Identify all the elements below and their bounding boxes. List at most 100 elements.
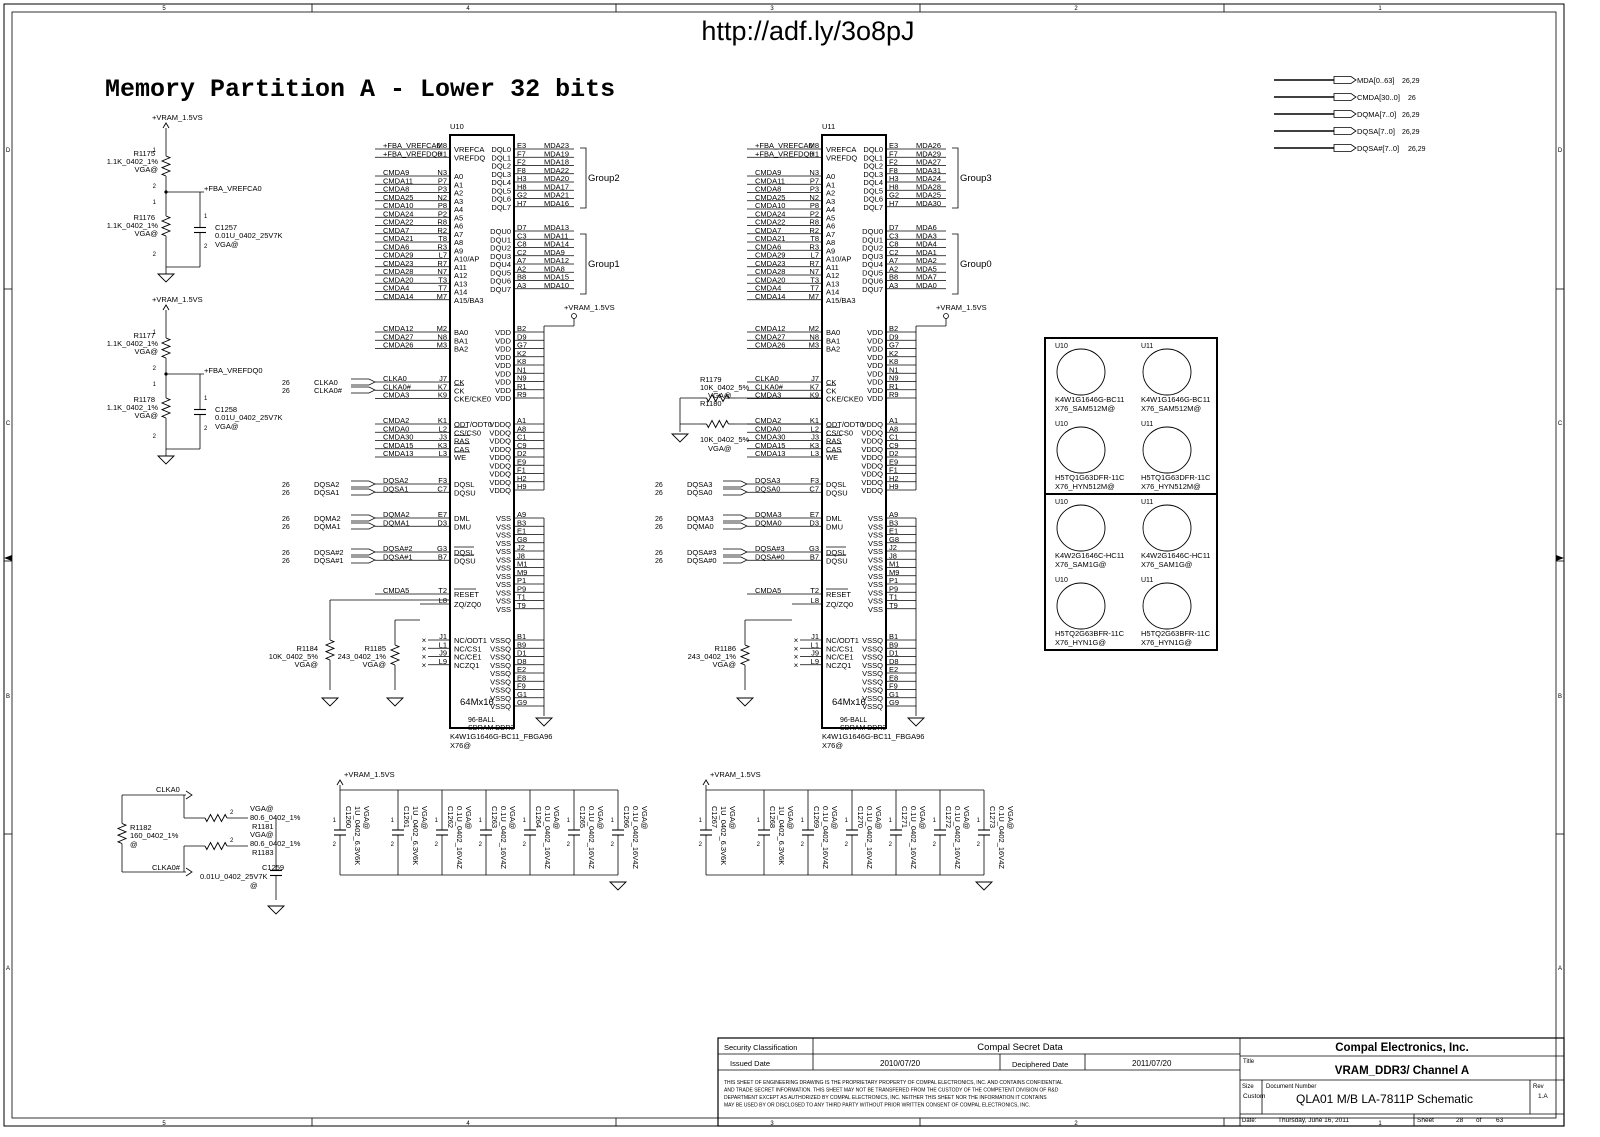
pin-number: R7 — [809, 259, 819, 268]
offpage-connector-icon — [1333, 76, 1357, 84]
build-option: VGA@ — [728, 806, 737, 829]
chip-body — [449, 134, 515, 729]
pin-function: VSS — [868, 572, 883, 581]
pin-number: T3 — [810, 275, 819, 284]
legend-net-ref: 26 — [1408, 95, 1416, 102]
ground-icon — [156, 273, 176, 283]
pin-function: A1 — [826, 180, 835, 189]
pin-function: VSSQ — [490, 686, 511, 695]
pin-number: R8 — [437, 218, 447, 227]
pin-function: VDDQ — [861, 437, 883, 446]
power-arrow-icon — [162, 304, 170, 311]
pin-function: DQSL — [454, 548, 474, 557]
net-label: CMDA29 — [383, 251, 413, 260]
pin-function: VDDQ — [489, 478, 511, 487]
net-label: CLKA0# — [755, 382, 784, 391]
pin-function: VDDQ — [489, 486, 511, 495]
net-label: DQSA2 — [383, 476, 408, 485]
pin-number: D1 — [517, 649, 527, 658]
ref-designator: R1175 — [133, 149, 155, 158]
no-connect-icon: × — [422, 644, 427, 653]
net-label: MDA4 — [916, 240, 937, 249]
bom-build-option: X76_SAM1G@ — [1055, 560, 1106, 569]
build-option: VGA@ — [708, 444, 731, 453]
pin-function: DQSU — [454, 556, 476, 565]
pin-number: 2 — [153, 434, 157, 440]
net-label: MDA22 — [544, 166, 569, 175]
zone-row-label-right: C — [1558, 421, 1563, 427]
pin-number: P9 — [889, 584, 898, 593]
pin-function: DQU1 — [490, 235, 511, 244]
pin-function: A8 — [454, 238, 463, 247]
pin-number: B1 — [517, 632, 526, 641]
offpage-net-label: DQSA#2 — [314, 548, 344, 557]
url-banner[interactable]: http://adf.ly/3o8pJ — [701, 16, 914, 46]
pin-function: DQSL — [826, 480, 846, 489]
pin-number: A3 — [889, 281, 898, 290]
pin-function: A13 — [826, 279, 839, 288]
pin-function: VSSQ — [862, 686, 883, 695]
net-label: CMDA3 — [383, 391, 409, 400]
bom-chip-ref: U11 — [1141, 499, 1153, 506]
page-ref: 26 — [282, 482, 290, 489]
chip-body — [821, 134, 887, 729]
bom-part-number: H5TQ2G63BFR-11C — [1141, 629, 1211, 638]
pin-number: C8 — [889, 240, 899, 249]
pin-number: E3 — [517, 141, 526, 150]
pin-function: DQL2 — [491, 162, 511, 171]
pin-function: DQL5 — [863, 186, 883, 195]
zone-col-label-top: 3 — [770, 6, 774, 12]
deciphered-date-label: Deciphered Date — [1012, 1060, 1068, 1069]
ref-designator: C1258 — [215, 405, 237, 414]
net-label: CMDA8 — [383, 185, 409, 194]
pin-number: P7 — [438, 176, 447, 185]
pin-number: D8 — [889, 657, 899, 666]
pin-number: 1 — [523, 818, 527, 824]
net-label: MDA26 — [916, 141, 941, 150]
pin-number: J7 — [811, 374, 819, 383]
pin-number: D7 — [889, 223, 899, 232]
pin-number: K9 — [438, 391, 447, 400]
bom-part-number: K4W1G1646G-BC11 — [1141, 395, 1210, 404]
net-label: CMDA20 — [383, 275, 413, 284]
net-label: CMDA6 — [755, 242, 781, 251]
pin-function: ZQ/ZQ0 — [826, 600, 853, 609]
pin-function: A15/BA3 — [826, 296, 856, 305]
pin-number: T8 — [810, 234, 819, 243]
pin-number: 2 — [204, 426, 208, 432]
pin-function: CK — [826, 378, 836, 387]
offpage-net-label: DQMA1 — [314, 522, 341, 531]
pin-number: M9 — [889, 568, 899, 577]
pin-function: BA0 — [826, 328, 840, 337]
component-value: 243_0402_1% — [338, 652, 387, 661]
component-value: 0.01U_0402_25V7K — [215, 413, 283, 422]
pin-number: D3 — [437, 518, 447, 527]
pin-function: VDD — [495, 394, 511, 403]
pin-function: CK — [454, 378, 464, 387]
pin-function: DMU — [454, 522, 471, 531]
pin-number: E1 — [889, 527, 898, 536]
build-option: VGA@ — [786, 806, 795, 829]
pin-number: N9 — [517, 374, 527, 383]
offpage-connector-icon — [351, 378, 376, 386]
group-label: Group2 — [588, 173, 620, 184]
pin-number: 2 — [523, 842, 527, 848]
pin-number: C7 — [437, 484, 447, 493]
pin-number: M8 — [437, 141, 447, 150]
pin-number: G3 — [437, 544, 447, 553]
date-value: Thursday, June 16, 2011 — [1278, 1117, 1349, 1124]
page-ref: 26 — [655, 550, 663, 557]
pin-number: F8 — [889, 166, 898, 175]
ref-designator: C1261 — [402, 806, 411, 828]
pin-number: H2 — [517, 474, 527, 483]
pin-number: H1 — [809, 149, 819, 158]
net-label: CLKA0 — [383, 374, 407, 383]
pin-function: VSS — [496, 597, 511, 606]
pin-function: NCZQ1 — [454, 661, 479, 670]
pin-number: C7 — [809, 484, 819, 493]
build-option: VGA@ — [918, 806, 927, 829]
pin-function: RAS — [826, 437, 841, 446]
